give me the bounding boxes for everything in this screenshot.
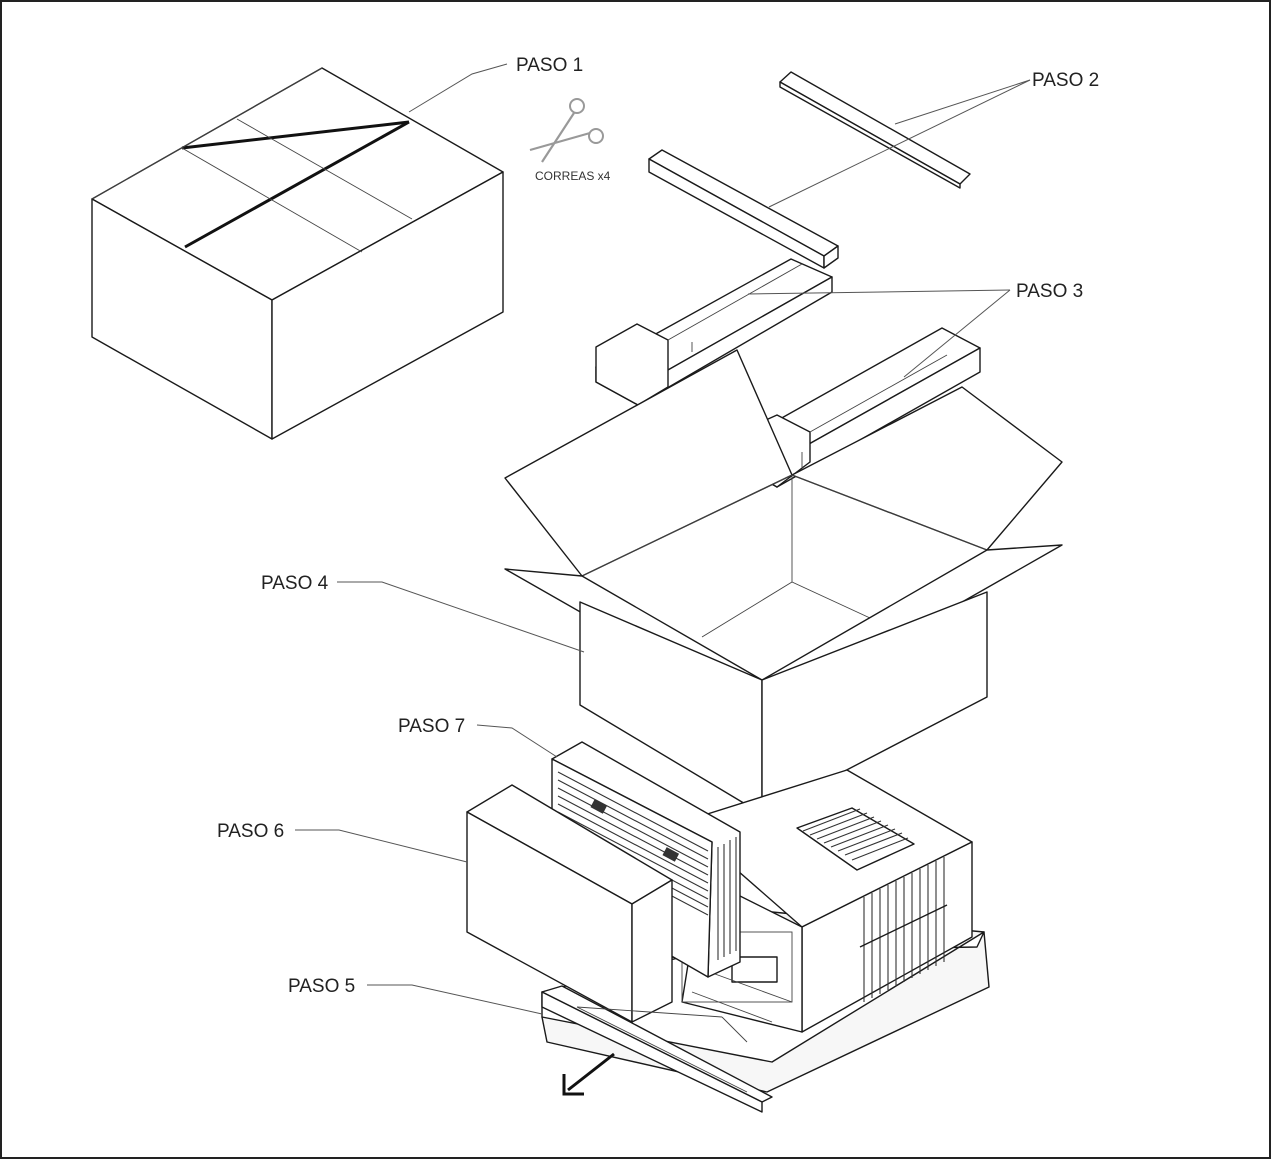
box-tape-center <box>181 120 410 150</box>
label-paso-4: PASO 4 <box>261 573 329 594</box>
open-box <box>504 349 1063 815</box>
foam-corners <box>595 258 981 488</box>
label-paso-5: PASO 5 <box>288 976 355 997</box>
arrow-down-left-icon <box>562 1052 615 1096</box>
label-paso-1: PASO 1 <box>516 55 583 76</box>
label-paso-3: PASO 3 <box>1016 281 1083 302</box>
side-vent-grille <box>859 857 948 1002</box>
closed-box <box>91 67 504 440</box>
top-vent-grille <box>796 807 915 871</box>
bottom-tray <box>541 985 773 1113</box>
leader-lines <box>295 63 1031 1015</box>
label-correas: CORREAS x4 <box>535 169 611 183</box>
scissors-icon <box>529 98 604 163</box>
label-paso-7: PASO 7 <box>398 716 465 737</box>
label-paso-2: PASO 2 <box>1032 70 1099 91</box>
wood-slats <box>648 71 971 269</box>
accessory-box <box>466 784 673 1023</box>
label-paso-6: PASO 6 <box>217 821 284 842</box>
box-tape-cross <box>184 120 410 249</box>
